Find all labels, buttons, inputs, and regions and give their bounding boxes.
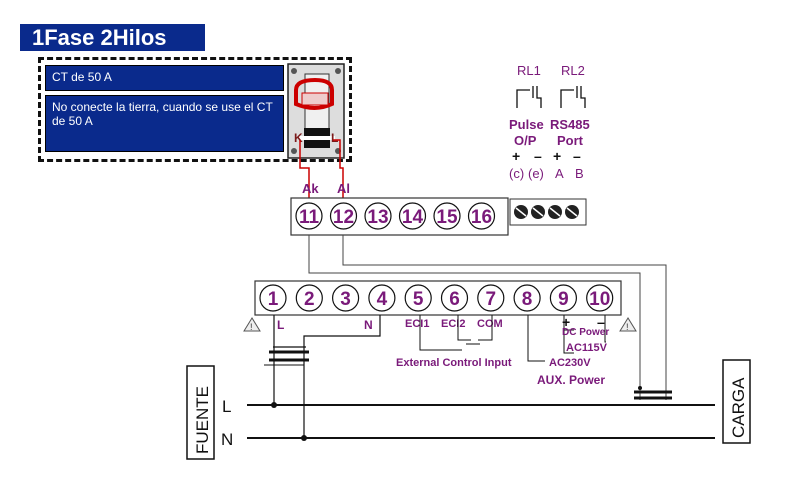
upper-terminal-number-5: 16 [471, 207, 492, 228]
lower-terminals: 1 2 3 4 5 6 7 8 9 10 [259, 284, 614, 312]
op-label: O/P [514, 133, 537, 148]
ac115-label: AC115V [566, 342, 608, 354]
ct-l-label: L [331, 131, 338, 145]
com-label: COM [477, 318, 503, 330]
line-l-label: L [222, 397, 231, 416]
a-label: A [555, 166, 564, 181]
ct-secondary-wires [308, 235, 667, 400]
upper-terminal-number-2: 13 [367, 207, 388, 228]
pulse-plus: + [512, 148, 520, 164]
lower-terminal-number-5: 6 [449, 289, 460, 310]
b-label: B [575, 166, 584, 181]
page-title: 1Fase 2Hilos [20, 24, 205, 51]
dc-power-label: DC Power [562, 327, 609, 338]
aux-minus: – [597, 314, 605, 330]
control-wiring [419, 315, 606, 362]
lower-terminal-number-2: 3 [340, 289, 351, 310]
aux-plus: + [562, 314, 570, 330]
lower-terminal-circle-0 [259, 284, 287, 312]
voltage-wiring [264, 315, 381, 438]
n-terminal-label: N [364, 318, 373, 332]
eci1-label: ECI1 [405, 318, 429, 330]
main-lines [247, 404, 715, 439]
port-label: Port [557, 133, 584, 148]
load-label: CARGA [729, 377, 748, 438]
pulse-minus: – [534, 148, 542, 164]
lower-terminal-circle-4 [404, 284, 432, 312]
svg-text:!: ! [250, 322, 253, 332]
ct-note-frame [38, 57, 352, 162]
rs485-minus: – [573, 148, 581, 164]
ak-label: Ak [302, 181, 319, 196]
upper-terminal-circle-2 [364, 202, 392, 230]
upper-terminal-number-4: 15 [436, 207, 458, 228]
screw-terminal-block [509, 198, 587, 226]
ground-warning-note: No conecte la tierra, cuando se use el C… [45, 95, 284, 152]
lower-terminal-circle-1 [295, 284, 323, 312]
eci2-label: ECI2 [441, 318, 465, 330]
source-box [186, 365, 215, 460]
lower-terminal-number-1: 2 [304, 289, 315, 310]
upper-terminal-number-1: 12 [333, 207, 354, 228]
lower-terminal-number-3: 4 [377, 289, 388, 310]
al-label: Al [337, 181, 350, 196]
warning-icon: ! [243, 317, 261, 332]
e-label: (e) [528, 166, 544, 181]
ct-red-wires [299, 139, 344, 202]
c-label: (c) [509, 166, 524, 181]
source-label: FUENTE [193, 386, 212, 454]
ct-k-label: K [294, 131, 303, 145]
lower-terminal-number-4: 5 [413, 289, 424, 310]
upper-terminal-circle-0 [295, 202, 323, 230]
pulse-label: Pulse [509, 117, 544, 132]
rl2-label: RL2 [561, 63, 585, 78]
ac230-label: AC230V [549, 357, 591, 369]
upper-terminal-circle-3 [398, 202, 427, 230]
lower-terminal-number-0: 1 [268, 289, 279, 310]
lower-terminal-circle-8 [549, 284, 578, 312]
lower-terminal-circle-9 [586, 284, 614, 312]
aux-power-label: AUX. Power [537, 373, 605, 387]
svg-text:!: ! [626, 322, 629, 332]
ct-rating-note: CT de 50 A [45, 65, 284, 91]
upper-terminal-circle-4 [433, 202, 461, 230]
rs485-label: RS485 [550, 117, 590, 132]
upper-terminal-number-3: 14 [402, 207, 424, 228]
external-control-label: External Control Input [396, 357, 512, 369]
lower-terminal-circle-5 [440, 284, 469, 312]
warning-icon: ! [619, 317, 637, 332]
load-ct-symbol [634, 386, 672, 400]
upper-terminal-circle-1 [329, 202, 358, 230]
lower-terminal-number-6: 7 [486, 289, 497, 310]
upper-terminals: 11 12 13 14 15 16 [295, 202, 496, 230]
load-box [722, 359, 751, 444]
rl1-label: RL1 [517, 63, 541, 78]
lower-terminal-circle-3 [368, 284, 396, 312]
lower-terminal-circle-2 [332, 284, 360, 312]
line-n-label: N [221, 430, 233, 449]
lower-terminal-circle-7 [513, 284, 541, 312]
lower-terminal-number-9: 10 [589, 289, 610, 310]
ct-illustration [287, 63, 345, 159]
lower-terminal-number-7: 8 [522, 289, 533, 310]
upper-terminal-circle-5 [467, 202, 496, 230]
l-terminal-label: L [277, 318, 284, 332]
lower-terminal-number-8: 9 [558, 289, 569, 310]
relay-symbols [516, 86, 586, 108]
rs485-plus: + [553, 148, 561, 164]
upper-terminal-number-0: 11 [299, 207, 320, 228]
lower-terminal-circle-6 [477, 284, 505, 312]
